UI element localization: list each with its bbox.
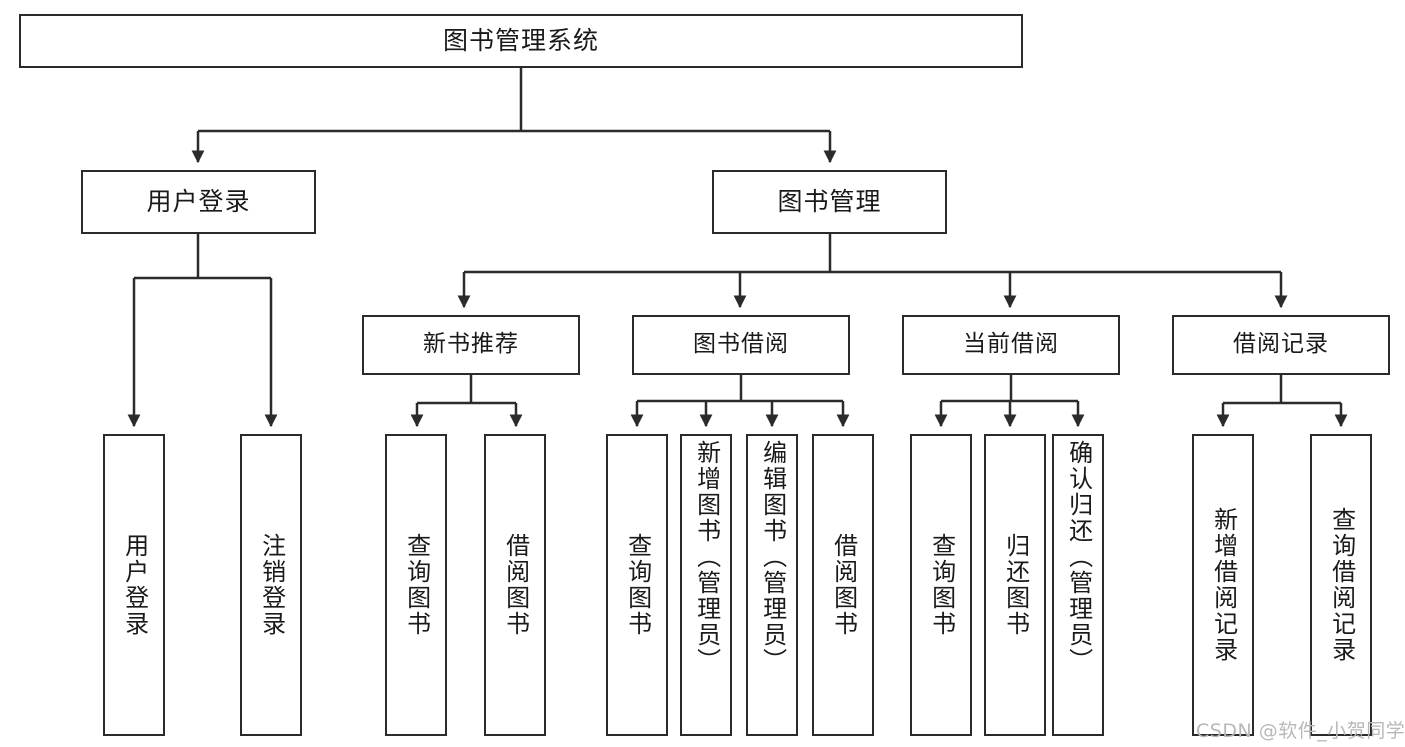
leaf-query-book-recommend[interactable]: 查询图书: [385, 434, 447, 736]
leaf-user-logout[interactable]: 注销登录: [240, 434, 302, 736]
leaf-lend-book[interactable]: 借阅图书: [812, 434, 874, 736]
leaf-borrow-book-recommend[interactable]: 借阅图书: [484, 434, 546, 736]
node-user-login[interactable]: 用户登录: [81, 170, 316, 234]
leaf-query-borrow-record[interactable]: 查询借阅记录: [1310, 434, 1372, 736]
leaf-user-login[interactable]: 用户登录: [103, 434, 165, 736]
node-current-borrow[interactable]: 当前借阅: [902, 315, 1120, 375]
leaf-query-book-borrow[interactable]: 查询图书: [606, 434, 668, 736]
leaf-query-book-current[interactable]: 查询图书: [910, 434, 972, 736]
node-book-management[interactable]: 图书管理: [712, 170, 947, 234]
csdn-watermark: CSDN @软件_小贺同学: [1196, 720, 1405, 742]
leaf-add-book-admin[interactable]: 新增图书（管理员）: [680, 434, 732, 736]
leaf-confirm-return-admin[interactable]: 确认归还（管理员）: [1052, 434, 1104, 736]
leaf-edit-book-admin[interactable]: 编辑图书（管理员）: [746, 434, 798, 736]
leaf-add-borrow-record[interactable]: 新增借阅记录: [1192, 434, 1254, 736]
node-new-book-recommend[interactable]: 新书推荐: [362, 315, 580, 375]
leaf-return-book[interactable]: 归还图书: [984, 434, 1046, 736]
node-book-borrow[interactable]: 图书借阅: [632, 315, 850, 375]
node-borrow-records[interactable]: 借阅记录: [1172, 315, 1390, 375]
node-root[interactable]: 图书管理系统: [19, 14, 1023, 68]
